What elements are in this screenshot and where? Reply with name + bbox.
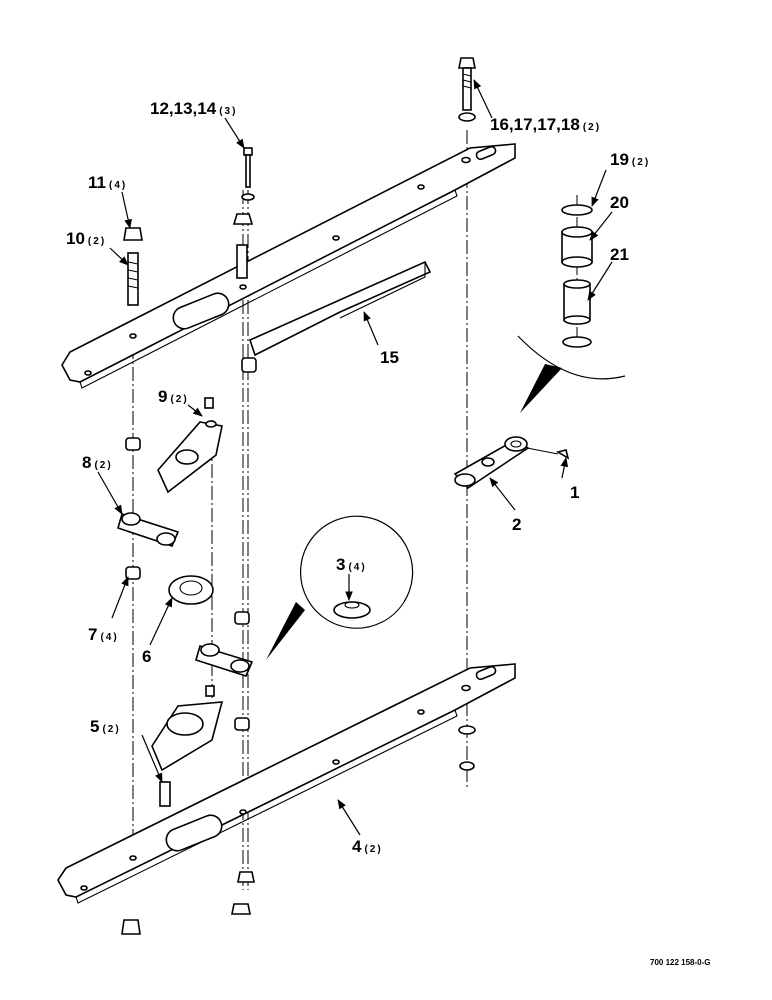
leader-arrows [97, 79, 613, 836]
callout-9: 9(2) [158, 387, 189, 406]
callout-3: 3(4) [336, 555, 367, 574]
bolt-12 [232, 147, 255, 279]
detail-bubble-spacer [266, 515, 414, 660]
lower-hardware [121, 725, 476, 935]
callout-15: 15 [380, 348, 399, 367]
callout-11: 11(4) [88, 173, 127, 192]
callout-2: 2 [512, 515, 521, 534]
screw-5 [159, 781, 171, 807]
callout-5: 5(2) [90, 717, 121, 736]
link-plate-lower [195, 643, 254, 677]
crank-arm [453, 436, 570, 490]
callout-8: 8(2) [82, 453, 113, 472]
upper-frame-plate [61, 143, 516, 389]
stud-10 [123, 227, 143, 306]
callout-21: 21 [610, 245, 629, 264]
callout-12-13-14: 12,13,14(3) [150, 99, 237, 118]
bushing-set [561, 204, 593, 348]
callout-6: 6 [142, 647, 151, 666]
callout-16-17-17-18: 16,17,17,18(2) [490, 115, 601, 134]
cam-plate-lower [151, 685, 224, 772]
bearing-6 [168, 575, 214, 605]
lower-frame-plate [57, 663, 516, 904]
cam-plate-upper [157, 397, 223, 494]
callout-1: 1 [570, 483, 579, 502]
callout-19: 19(2) [610, 150, 650, 169]
callout-4: 4(2) [352, 837, 383, 856]
callout-20: 20 [610, 193, 629, 212]
callout-10: 10(2) [66, 229, 106, 248]
drawing-reference-number: 700 122 158-0-G [650, 958, 711, 967]
bolt-16 [458, 57, 476, 122]
callout-7: 7(4) [88, 625, 119, 644]
detail-bubble-arm [517, 335, 626, 413]
channel-brace [241, 260, 432, 373]
spacers [125, 437, 250, 731]
link-plate-upper [117, 512, 180, 547]
assembly-centerlines [132, 130, 578, 890]
